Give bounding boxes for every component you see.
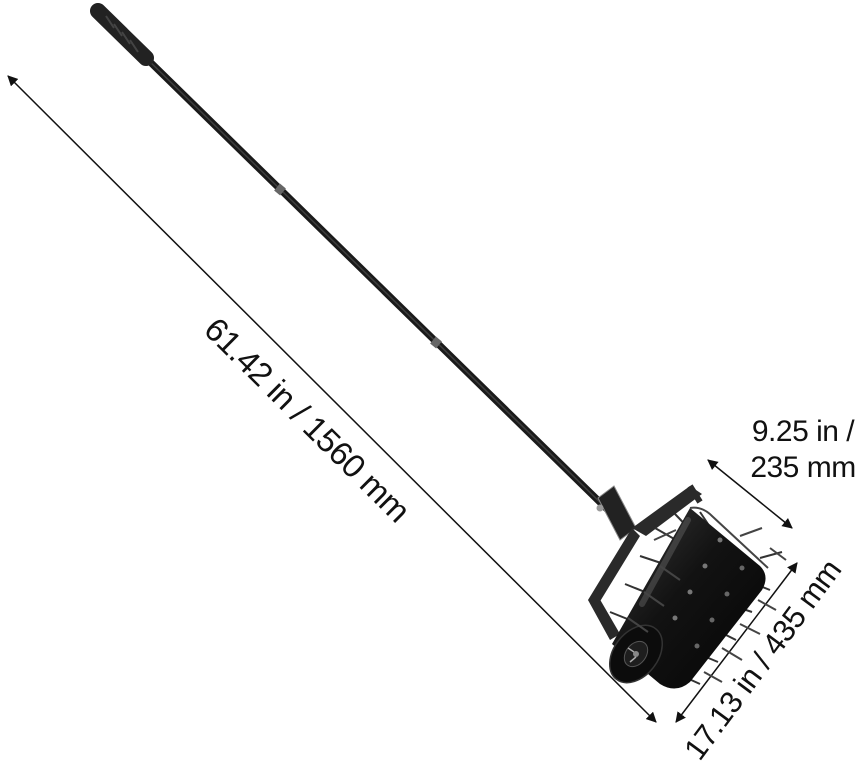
handle-grip xyxy=(90,3,154,66)
width-label-line2: 235 mm xyxy=(750,451,856,484)
handle-pole xyxy=(139,51,616,518)
width-label-line1: 9.25 in / xyxy=(751,415,855,448)
drum-end-cap xyxy=(609,624,663,684)
drum-dimension-line xyxy=(675,562,798,723)
spikes-front xyxy=(627,527,787,683)
length-dimension-line xyxy=(7,75,657,723)
width-dimension-line xyxy=(707,459,793,529)
width-label: 9.25 in / 235 mm xyxy=(750,414,856,486)
roller-frame xyxy=(588,484,703,640)
